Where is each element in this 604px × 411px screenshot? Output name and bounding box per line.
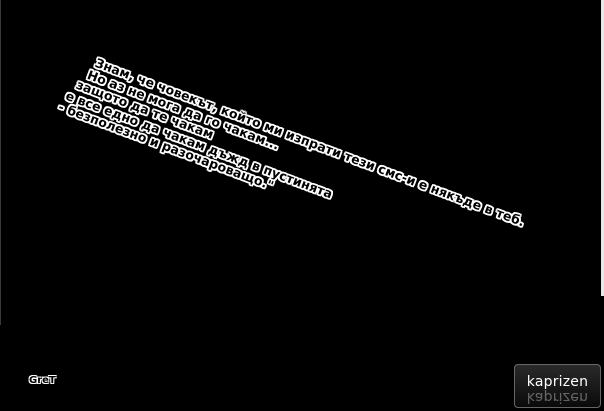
- kaprizen-logo: kaprizen kaprizen: [514, 364, 601, 408]
- left-edge-line: [0, 0, 1, 325]
- rotated-quote-text: Знам, че човекът, който ми изпрати тези …: [56, 55, 526, 279]
- quote-line-3: защото да те чакам: [74, 76, 216, 142]
- right-edge-strip: [601, 0, 604, 296]
- logo-reflection: kaprizen: [526, 389, 589, 405]
- author-signature: GreT: [29, 375, 56, 386]
- logo-text: kaprizen: [526, 374, 589, 390]
- quote-line-2: Но аз не мога да го чакам...: [85, 66, 282, 153]
- quote-line-4: е все едно да чакам дъжд в пустинята: [63, 87, 335, 201]
